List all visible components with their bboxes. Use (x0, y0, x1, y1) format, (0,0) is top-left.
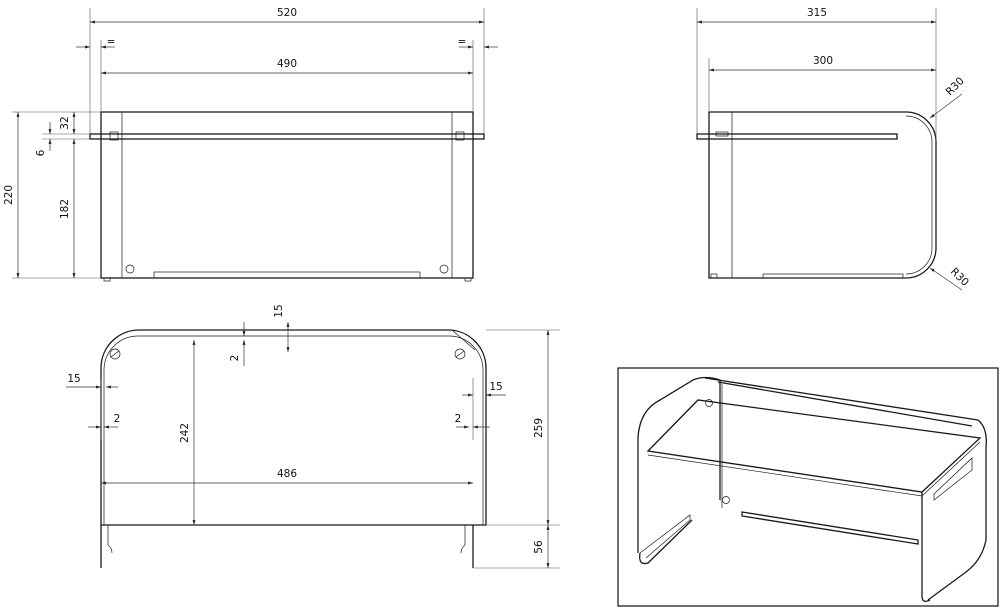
dim-plan-leg-extension: 56 (533, 540, 545, 554)
iso-left-panel (637, 376, 721, 553)
dim-plan-right-gap: 2 (455, 413, 462, 425)
front-shelf-clip-right (455, 131, 465, 141)
dim-plan-left-gap: 2 (114, 413, 121, 425)
iso-right-panel (927, 419, 987, 601)
dim-plan-right-offset: 15 (489, 381, 502, 393)
isometric-view (617, 367, 999, 607)
side-shelf-clip (715, 131, 729, 137)
side-view: 315 300 R30 R30 (696, 7, 971, 291)
iso-glass-shelf (646, 399, 982, 493)
side-foot (710, 273, 718, 279)
dim-side-total-depth: 315 (807, 7, 827, 19)
dim-plan-inner-depth: 242 (179, 423, 191, 443)
front-screw-left (125, 264, 135, 274)
dim-front-inner-width: 490 (277, 58, 297, 70)
plan-view: 15 2 15 2 15 2 242 486 259 56 (66, 304, 560, 569)
iso-frame (617, 367, 999, 607)
front-shelf-clip-left (109, 131, 119, 141)
front-view: 520 = = 490 220 32 6 182 (3, 7, 498, 282)
dim-plan-left-offset: 15 (67, 373, 80, 385)
front-glass-shelf (89, 133, 485, 140)
iso-screw (722, 496, 730, 504)
dim-side-shelf-depth: 300 (813, 55, 833, 67)
side-bottom-panel (762, 273, 904, 279)
dim-plan-top-gap: 2 (229, 355, 241, 362)
dim-equal-right: = (458, 36, 467, 48)
dim-side-radius-top: R30 (944, 75, 967, 98)
iso-top-back-edge (704, 377, 979, 421)
dim-front-total-height: 220 (3, 185, 15, 205)
dim-side-radius-bottom: R30 (948, 266, 971, 289)
front-foot-right (464, 277, 472, 282)
side-inner-curve (905, 115, 933, 275)
dim-front-total-width: 520 (277, 7, 297, 19)
plan-screw-right (454, 348, 466, 360)
front-bottom-panel (153, 271, 421, 279)
dim-front-top-gap: 32 (59, 116, 71, 129)
side-body-outline (708, 111, 937, 279)
dim-equal-left: = (107, 36, 116, 48)
plan-inner-outline (103, 335, 484, 525)
front-foot-left (103, 277, 111, 282)
dim-front-shelf-thickness: 6 (35, 149, 47, 156)
dim-plan-top-offset: 15 (273, 304, 285, 317)
front-body-outline (100, 111, 474, 279)
iso-bottom-panel (741, 511, 919, 545)
dim-plan-inner-width: 486 (277, 468, 297, 480)
plan-corner-detail (451, 329, 476, 351)
plan-body-outline (100, 329, 487, 526)
side-glass-shelf (696, 133, 898, 140)
dim-plan-total-depth: 259 (533, 418, 545, 438)
dim-front-lower-height: 182 (59, 199, 71, 219)
front-screw-right (439, 264, 449, 274)
plan-screw-left (109, 348, 121, 360)
